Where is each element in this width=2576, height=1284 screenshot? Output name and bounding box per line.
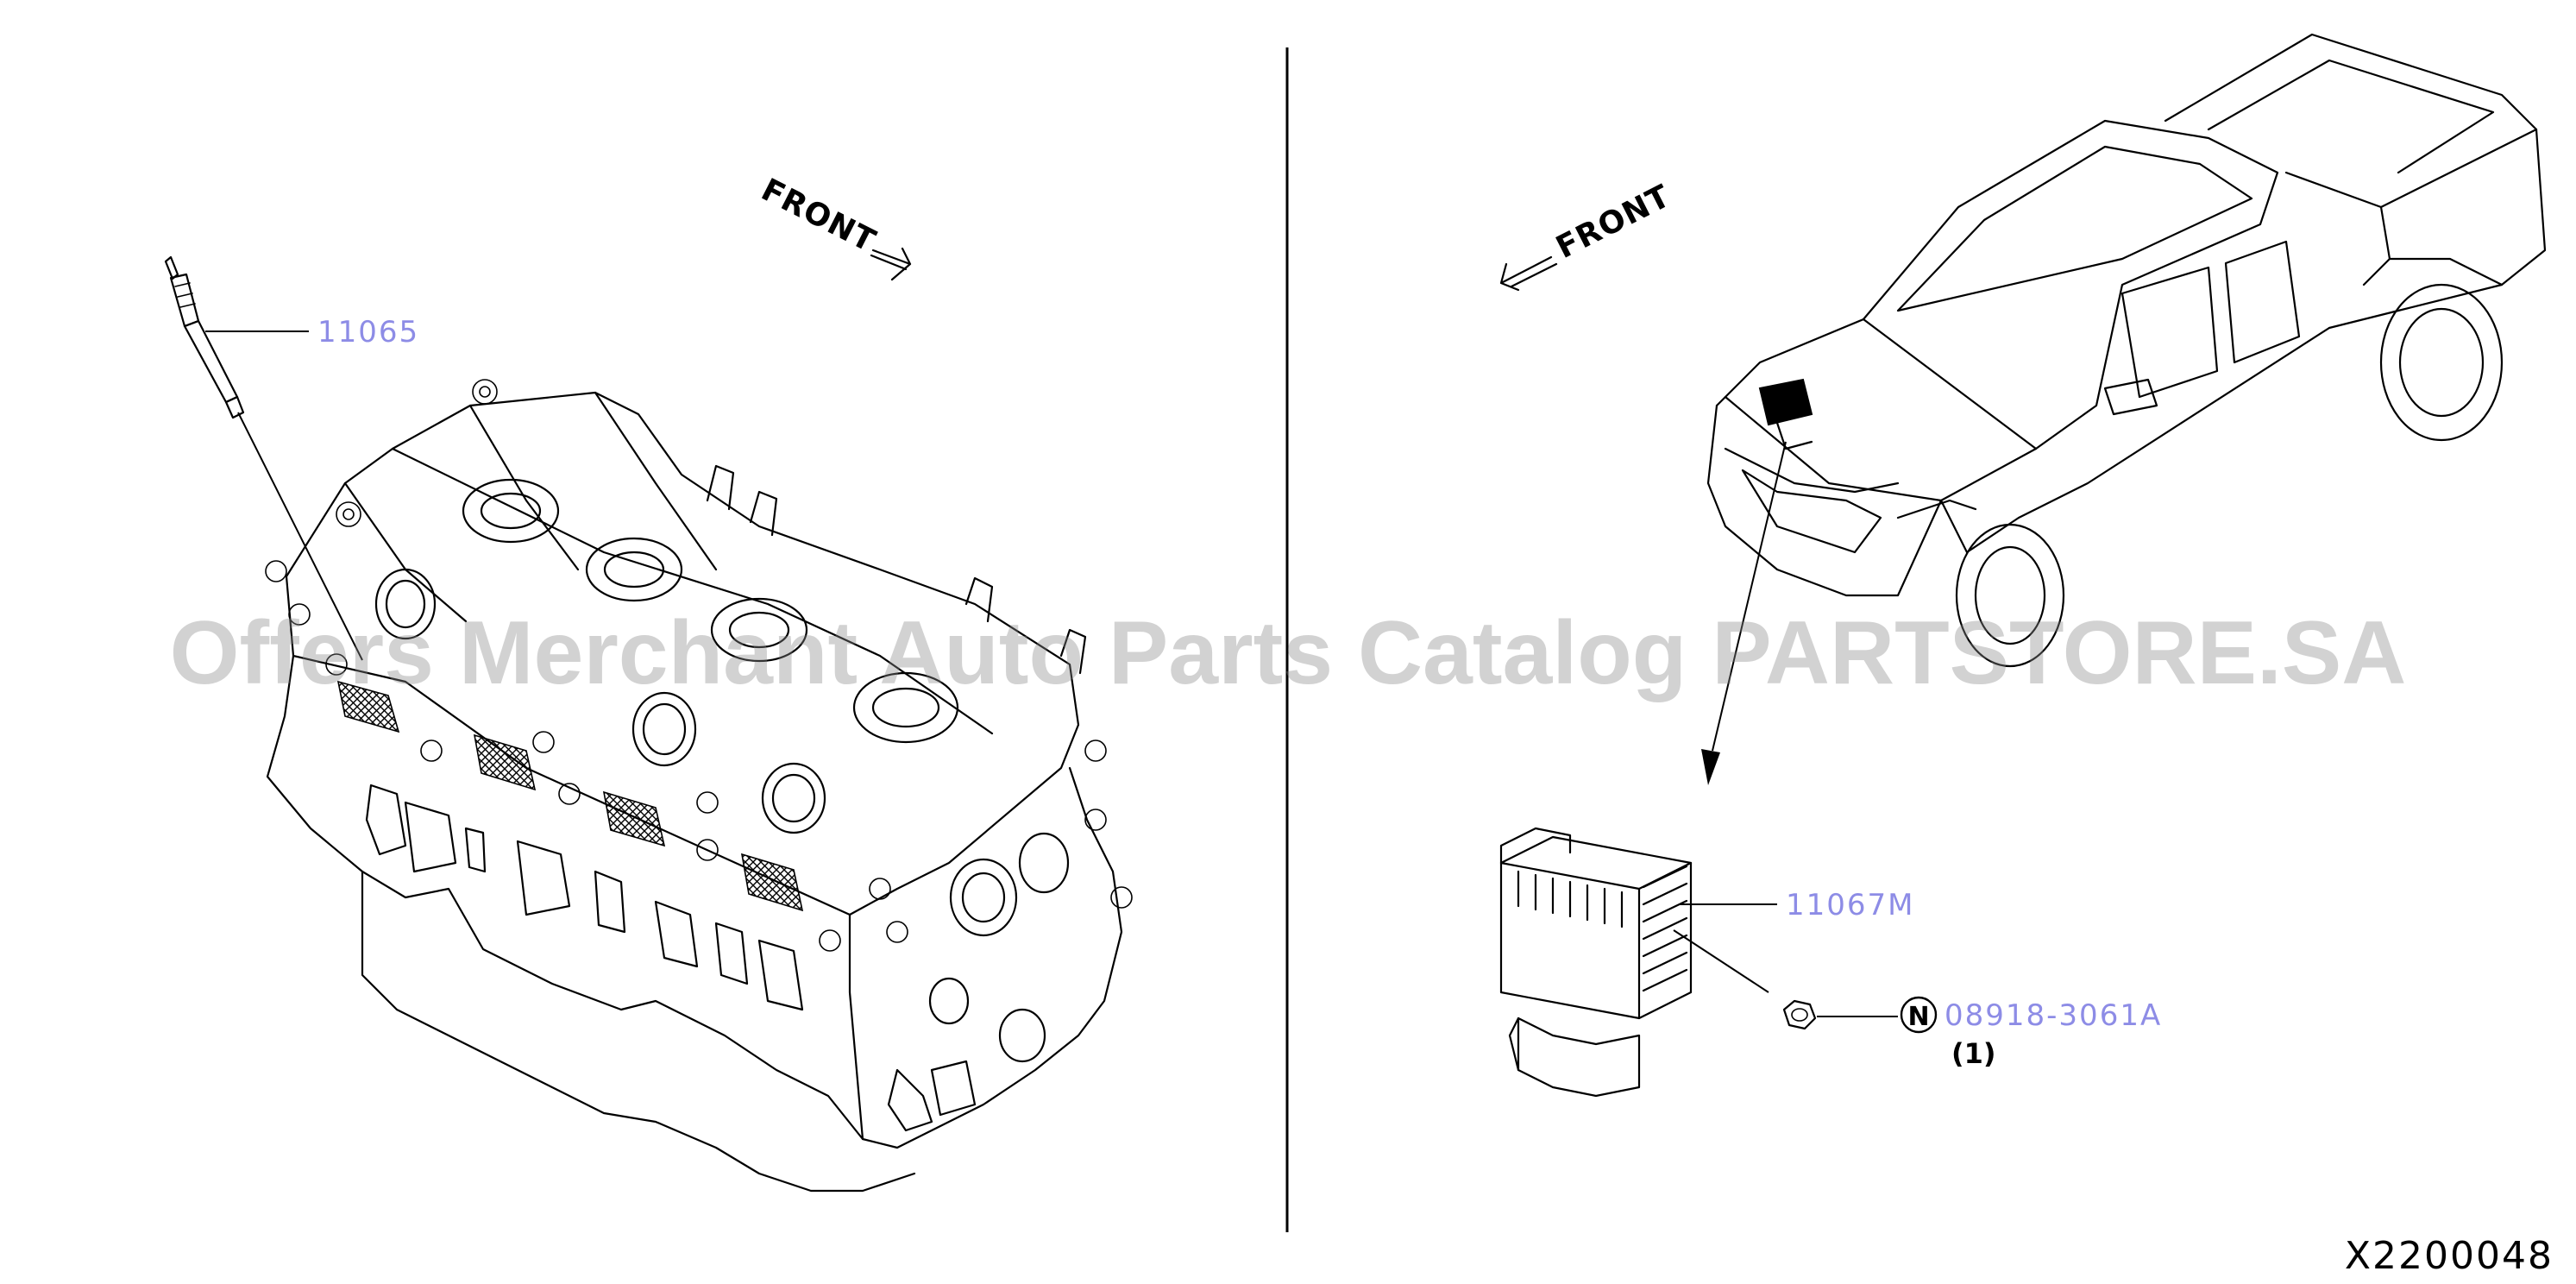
callout-11065[interactable]: 11065 [317,315,419,349]
callout-11067m[interactable]: 11067M [1786,888,1915,922]
plug-well-2 [585,537,683,602]
front-indicator-right: FRONT [1499,179,1676,292]
nut-symbol-n: N [1900,996,1938,1034]
plug-well-1 [462,478,560,544]
cylinder-head-drawing [265,379,1133,1193]
callout-08918-3061a[interactable]: 08918-3061A [1945,998,2162,1033]
location-arrow [1701,441,1787,785]
svg-text:N: N [1907,1002,1929,1032]
diagram-code: X2200048 [2345,1234,2554,1278]
glow-controller-drawing[interactable] [1499,827,1693,1098]
front-label-left: FRONT [756,172,882,259]
nut-quantity: (1) [1951,1037,1996,1070]
front-label-right: FRONT [1550,179,1676,266]
watermark: Offers Merchant Auto Parts Catalog PARTS… [170,603,2407,703]
nut-drawing[interactable] [1782,999,1817,1030]
plug-well-3 [710,597,808,663]
front-indicator-left: FRONT [756,172,912,281]
pickup-truck-drawing [1706,33,2547,668]
plug-well-4 [852,671,959,744]
glow-plug-drawing[interactable] [164,255,245,419]
right-panel: FRONT [1499,33,2547,1098]
nut-install-line [1673,929,1769,993]
glow-plug-install-line [237,412,363,661]
